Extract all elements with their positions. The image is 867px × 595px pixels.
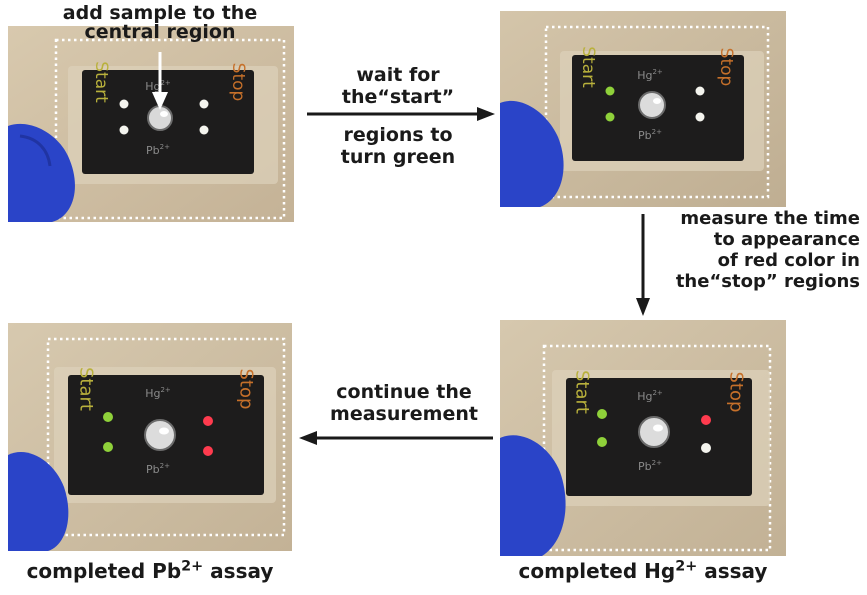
step1-text-lower: regions to turn green [318, 126, 478, 167]
start-text: Start [572, 370, 593, 414]
stop-text: Stop [236, 369, 257, 410]
start-dot-lower [103, 442, 113, 452]
caption-pb-sup: 2+ [181, 558, 203, 574]
step2-line3: of red color in [650, 252, 860, 270]
device-photo-svg: Start Stop Hg2+ Pb2+ [8, 323, 292, 551]
start-dot-lower [120, 126, 129, 135]
start-text: Start [578, 46, 598, 88]
stop-dot-upper [203, 416, 213, 426]
stop-dot-upper [696, 87, 705, 96]
start-dot-upper [606, 87, 615, 96]
add-sample-label: add sample to the central region [50, 4, 270, 42]
start-dot-upper [103, 412, 113, 422]
step1-line3: regions to [318, 126, 478, 145]
start-text: Start [91, 61, 111, 103]
stop-dot-upper [701, 415, 711, 425]
stop-dot-lower [203, 446, 213, 456]
start-dot-lower [606, 113, 615, 122]
step2-line1: measure the time [650, 210, 860, 228]
start-dot-upper [597, 409, 607, 419]
caption-pb-assay: completed Pb2+ assay [8, 561, 292, 581]
photo-panel-bottom-left: Start Stop Hg2+ Pb2+ [8, 323, 292, 551]
step2-line4: the“stop” regions [650, 273, 860, 291]
start-dot-lower [597, 437, 607, 447]
left-arrow-step3 [297, 430, 493, 446]
photo-panel-bottom-right: Start Stop Hg2+ Pb2+ [500, 320, 786, 556]
step2-text: measure the time to appearance of red co… [650, 210, 860, 291]
stop-text: Stop [716, 48, 736, 87]
step3-line2: measurement [316, 405, 492, 424]
step1-line1: wait for [318, 66, 478, 85]
step1-line2: the“start” [318, 88, 478, 107]
stop-dot-upper [200, 100, 209, 109]
right-arrow-step1 [307, 106, 497, 122]
start-dot-upper [120, 100, 129, 109]
step1-text-upper: wait for the“start” [318, 66, 478, 107]
device-photo-svg: Start Stop Hg2+ Pb2+ [500, 320, 786, 556]
stop-text: Stop [228, 63, 248, 102]
caption-hg-sup: 2+ [675, 558, 697, 574]
caption-pb-prefix: completed Pb [27, 559, 182, 583]
step1-line4: turn green [318, 148, 478, 167]
sample-droplet [639, 92, 665, 118]
step2-line2: to appearance [650, 231, 860, 249]
device-photo-svg: Start Stop Hg2+ Pb2+ [500, 11, 786, 207]
caption-pb-suffix: assay [203, 559, 273, 583]
step3-line1: continue the [316, 383, 492, 402]
down-arrow-to-center [150, 52, 170, 112]
caption-hg-assay: completed Hg2+ assay [500, 561, 786, 581]
sample-droplet [145, 420, 175, 450]
stop-text: Stop [726, 372, 747, 413]
stop-dot-lower [696, 113, 705, 122]
start-text: Start [76, 367, 97, 411]
stop-dot-lower [701, 443, 711, 453]
photo-panel-top-right: Start Stop Hg2+ Pb2+ [500, 11, 786, 207]
step3-text: continue the measurement [316, 383, 492, 424]
caption-hg-suffix: assay [697, 559, 767, 583]
sample-droplet [639, 417, 669, 447]
caption-hg-prefix: completed Hg [519, 559, 676, 583]
stop-dot-lower [200, 126, 209, 135]
